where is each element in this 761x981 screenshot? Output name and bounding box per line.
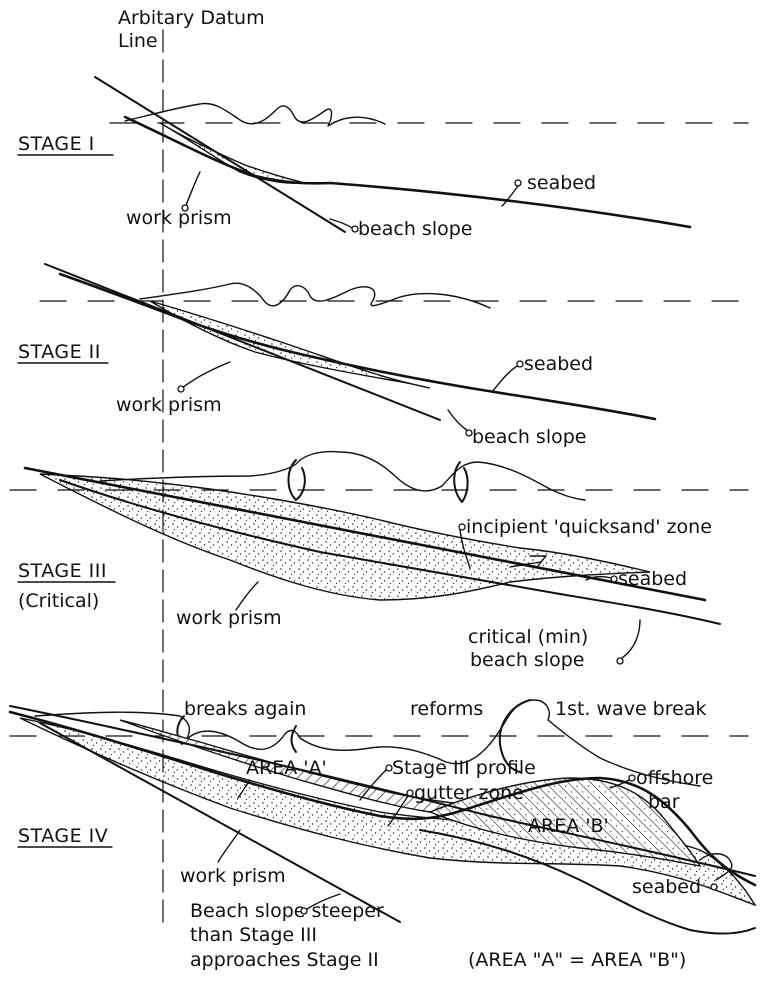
stage2-seabed-label: seabed	[524, 353, 593, 375]
stage4-gutter-zone-label: gutter zone	[414, 782, 524, 804]
stage3-critical-label-1: critical (min)	[468, 626, 588, 648]
stage1-work-prism-tick	[182, 205, 188, 211]
stage4-area-a-label: AREA 'A'	[246, 757, 327, 779]
stage4-work-prism-leader	[218, 830, 240, 862]
stage3-quicksand-tick	[459, 524, 465, 530]
stage3-title: STAGE III	[18, 560, 107, 582]
stage3-quicksand-label: incipient 'quicksand' zone	[466, 516, 712, 538]
stage3-subtitle: (Critical)	[18, 590, 99, 612]
stage3-breaker-curl-1	[289, 460, 305, 500]
stage-3: STAGE III (Critical) incipient 'quicksan…	[10, 452, 748, 671]
stage3-critical-label-2: beach slope	[470, 649, 584, 671]
stage4-stage3-profile-tick	[386, 765, 392, 771]
stage2-seabed-leader	[492, 366, 517, 392]
stage4-area-b-label: AREA 'B'	[528, 815, 609, 837]
stage2-title: STAGE II	[18, 341, 101, 363]
stage2-work-prism	[150, 301, 430, 388]
stage4-note-line1: Beach slope steeper	[190, 900, 384, 922]
stage4-note-line3: approaches Stage II	[190, 949, 379, 971]
stage2-beach-slope-tick	[466, 430, 472, 436]
stage-2: STAGE II seabed work prism beach slope	[18, 264, 748, 448]
stage-1: STAGE I seabed work prism beach slope	[18, 77, 748, 240]
stage3-work-prism-label: work prism	[176, 607, 282, 629]
stage4-seabed-label: seabed	[632, 876, 701, 898]
stage4-offshore-tick	[629, 775, 635, 781]
stage4-title: STAGE IV	[18, 825, 108, 847]
stage4-note-tick	[301, 908, 307, 914]
stage4-equality-label: (AREA "A" = AREA "B")	[468, 949, 686, 971]
stage2-beach-slope-leader	[448, 410, 468, 431]
stage1-work-prism	[160, 123, 305, 183]
stage4-work-prism-label: work prism	[180, 865, 286, 887]
stage2-beach-slope	[45, 264, 440, 420]
stage1-seabed-tick	[515, 180, 521, 186]
stage1-beach-slope-label: beach slope	[358, 218, 472, 240]
stage4-seabed-tick	[711, 884, 717, 890]
stage3-seabed-tick	[611, 576, 617, 582]
stage1-title: STAGE I	[18, 133, 95, 155]
stage4-breaks-again-label: breaks again	[184, 698, 306, 720]
stage3-work-prism-leader	[236, 582, 258, 610]
stage4-gutter-zone-tick	[407, 790, 413, 796]
stage1-beach-slope-tick	[352, 226, 358, 232]
stage3-seabed-label: seabed	[618, 568, 687, 590]
datum-label-line1: Arbitary Datum	[118, 7, 265, 29]
stage4-offshore-label-2: bar	[648, 791, 680, 813]
stage4-stage3-profile-label: Stage III profile	[392, 757, 536, 779]
stage3-critical-leader	[622, 620, 640, 658]
stage2-seabed-tick	[517, 361, 523, 367]
stage2-beach-slope-label: beach slope	[472, 426, 586, 448]
stage4-reforms-label: reforms	[410, 698, 483, 720]
stage1-seabed-label: seabed	[527, 172, 596, 194]
stage1-seabed-leader	[502, 186, 518, 206]
stage1-work-prism-leader	[185, 172, 200, 208]
stage3-critical-tick	[617, 658, 623, 664]
stage4-note-line2: than Stage III	[190, 924, 317, 946]
stage2-work-prism-leader	[182, 362, 230, 388]
datum-label-line2: Line	[118, 30, 158, 52]
stage4-first-break-label: 1st. wave break	[555, 698, 706, 720]
stage2-work-prism-label: work prism	[116, 394, 222, 416]
stage2-wave	[140, 283, 490, 308]
stage4-offshore-label-1: offshore	[636, 767, 713, 789]
stage1-work-prism-label: work prism	[126, 207, 232, 229]
stage2-work-prism-tick	[178, 386, 184, 392]
stage-4: breaks again reforms 1st. wave break ARE…	[10, 698, 755, 971]
